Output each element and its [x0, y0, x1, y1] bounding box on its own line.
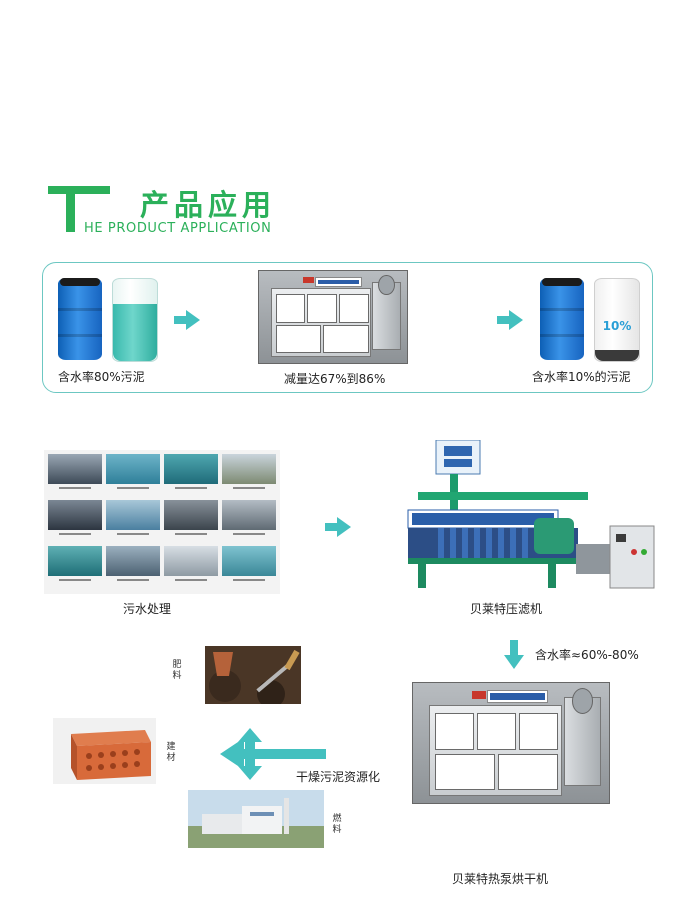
brick-photo — [53, 718, 156, 784]
press-caption: 贝莱特压滤机 — [470, 602, 543, 616]
arrow-right-icon — [174, 316, 188, 324]
arrow-down-head-icon — [504, 655, 524, 669]
blue-barrel-left — [58, 278, 102, 360]
resource-caption: 干燥污泥资源化 — [296, 770, 381, 784]
filter-press-machine — [407, 440, 655, 589]
dryer-caption: 贝莱特热泵烘干机 — [452, 872, 549, 886]
before-caption: 含水率80%污泥 — [58, 370, 145, 384]
heat-pump-dryer-large — [412, 682, 610, 804]
fertilizer-photo — [205, 646, 301, 704]
barrel-percent-label: 10% — [602, 319, 632, 333]
process-box — [42, 262, 653, 393]
big-t-letter — [48, 186, 110, 232]
building-label: 建材 — [166, 742, 176, 763]
arrow-to-press-head-icon — [337, 517, 351, 537]
arrow-down-icon — [510, 640, 518, 656]
arrow-head-icon — [186, 310, 200, 330]
press-output-caption: 含水率≈60%-80% — [535, 648, 639, 662]
arrow-to-press-icon — [325, 523, 339, 531]
fuel-label: 燃料 — [332, 814, 342, 835]
power-plant-photo — [188, 790, 324, 848]
fertilizer-label: 肥料 — [172, 660, 182, 681]
arrow-head-icon-2 — [509, 310, 523, 330]
sewage-photo-grid — [44, 450, 280, 594]
title-chinese: 产品应用 — [140, 188, 277, 222]
title-english: HE PRODUCT APPLICATION — [84, 221, 272, 236]
sludge-barrel-80 — [112, 278, 158, 362]
middle-caption: 减量达67%到86% — [284, 372, 386, 386]
heat-pump-dryer-small — [258, 270, 408, 364]
arrow-right-icon-2 — [497, 316, 511, 324]
sewage-caption: 污水处理 — [123, 602, 172, 616]
dry-sludge-barrel-10: 10% — [594, 278, 640, 362]
distribution-arrows-icon — [220, 728, 326, 780]
after-caption: 含水率10%的污泥 — [532, 370, 631, 384]
blue-barrel-right — [540, 278, 584, 360]
